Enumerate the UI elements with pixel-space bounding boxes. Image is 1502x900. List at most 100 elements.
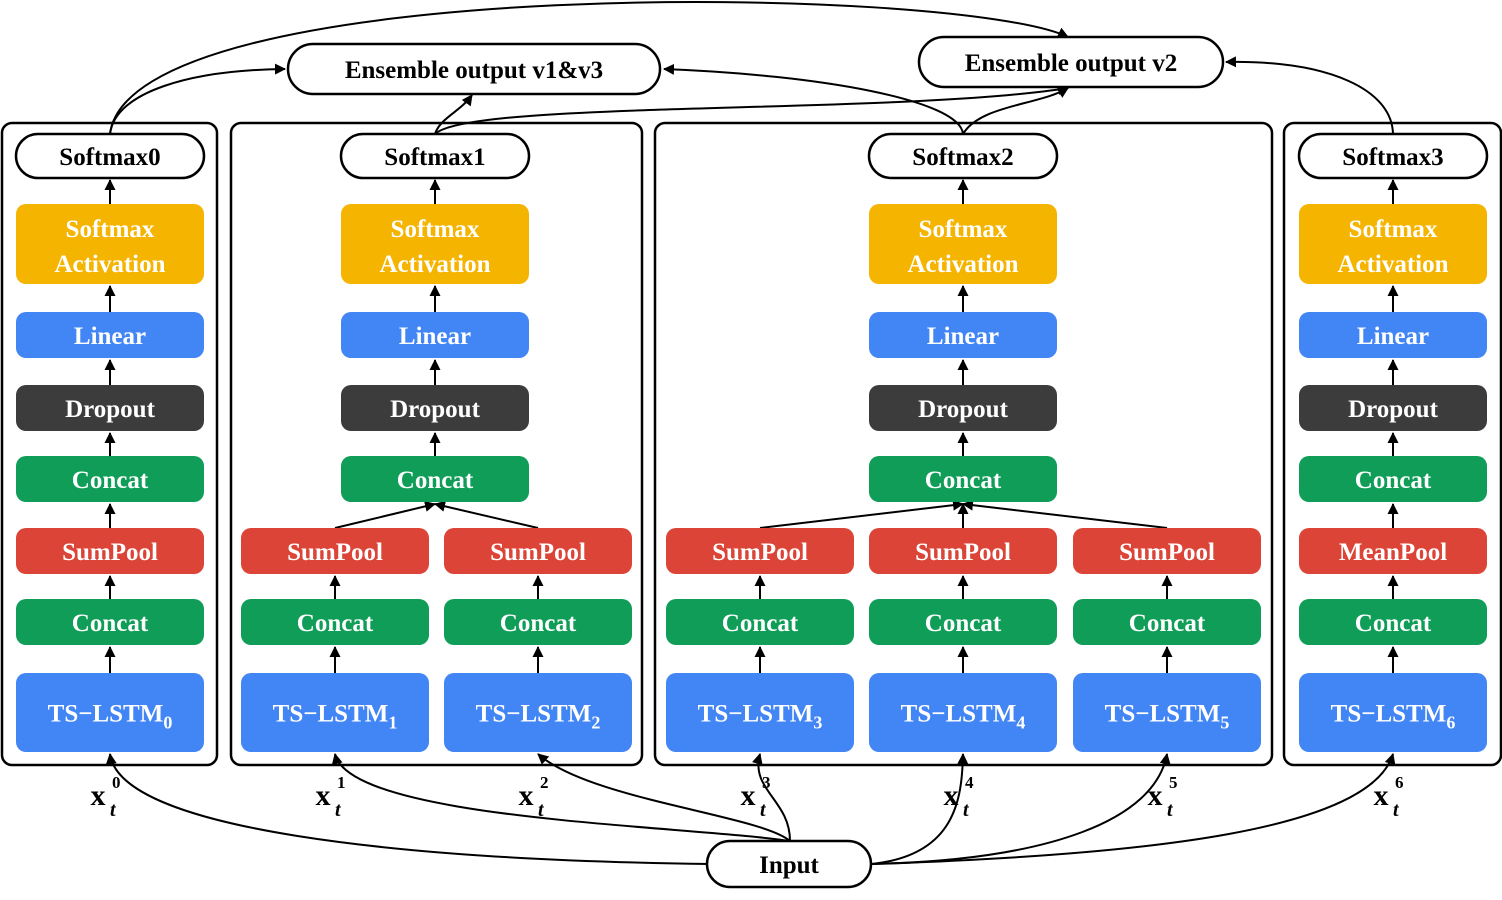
activation-block-0-label-1: Activation [54,251,165,278]
branch-concat-block-2-0: Concat [666,599,854,645]
branch-concat-block-1-0-label: Concat [297,610,374,637]
pool-block-1-1-label: SumPool [490,539,586,566]
dropout-block-3: Dropout [1299,385,1487,431]
softmax-node-1-label: Softmax1 [384,144,485,171]
pool-block-3-0: MeanPool [1299,528,1487,574]
softmax-node-0: Softmax0 [14,132,206,180]
activation-block-2-label-0: Softmax [919,216,1008,243]
activation-block-2-label-1: Activation [907,251,1018,278]
branch-concat-block-3-0: Concat [1299,599,1487,645]
pool-block-1-0: SumPool [241,528,429,574]
arrow-pool-to-concat-1-1 [434,500,539,529]
input-x-sup-2-2: 5 [1169,773,1178,792]
softmax2-to-ensemble-v13 [663,63,964,135]
ts-lstm-block-1-1: TS−LSTM2 [444,673,632,752]
softmax-node-3-label: Softmax3 [1342,144,1443,171]
ts-lstm-block-3-0: TS−LSTM6 [1299,673,1487,752]
softmax1-to-ensemble-v13 [434,94,473,135]
input-to-lstm-6 [871,753,1396,865]
ts-lstm-block-2-0-label: TS−LSTM3 [698,701,823,733]
branch-concat-block-3-0-label: Concat [1355,610,1432,637]
ts-lstm-block-2-2: TS−LSTM5 [1073,673,1261,752]
input-x-label-0-0: x [91,779,106,812]
pool-block-0-0: SumPool [16,528,204,574]
branch-concat-block-2-1-label: Concat [925,610,1002,637]
dropout-block-1: Dropout [341,385,529,431]
ensemble-output-v2: Ensemble output v2 [917,35,1225,89]
ts-lstm-block-2-1-label: TS−LSTM4 [901,701,1026,733]
input-x-sup-3-0: 6 [1395,773,1404,792]
pool-block-2-1: SumPool [869,528,1057,574]
branch-concat-block-1-1-label: Concat [500,610,577,637]
softmax3-to-ensemble-v2 [1225,56,1394,135]
branch-concat-block-0-0-label: Concat [72,610,149,637]
ts-lstm-block-1-0: TS−LSTM1 [241,673,429,752]
dropout-block-2: Dropout [869,385,1057,431]
input-x-sup-2-1: 4 [965,773,974,792]
input-x-sub-3-0: t [1393,799,1400,821]
input-x-sup-2-0: 3 [762,773,771,792]
input-x-sup-1-1: 2 [540,773,549,792]
softmax2-to-ensemble-v2 [962,87,1069,135]
input-x-sup-1-0: 1 [337,773,346,792]
softmax-node-0-label: Softmax0 [59,144,160,171]
linear-block-2-label: Linear [927,323,999,350]
activation-block-3-label-1: Activation [1337,251,1448,278]
ensemble-output-v13: Ensemble output v1&v3 [286,42,662,96]
pool-block-2-1-label: SumPool [915,539,1011,566]
branch-concat-block-2-0-label: Concat [722,610,799,637]
pool-block-3-0-label: MeanPool [1339,539,1447,566]
group-frame-1 [229,121,644,767]
branch-concat-block-2-2-label: Concat [1129,610,1206,637]
input-x-sub-2-0: t [760,799,767,821]
softmax0-to-ensemble-v2 [109,1,1069,135]
linear-block-0-label: Linear [74,323,146,350]
arrow-pool-to-concat-1-0 [334,500,436,529]
concat-block-3: Concat [1299,456,1487,502]
input-x-label-3-0: x [1374,779,1389,812]
input-x-sub-1-1: t [538,799,545,821]
linear-block-2: Linear [869,312,1057,358]
arrow-pool-to-concat-2-0 [759,499,964,529]
dropout-block-0: Dropout [16,385,204,431]
ts-lstm-block-1-0-label: TS−LSTM1 [273,701,398,733]
pool-block-2-0: SumPool [666,528,854,574]
concat-block-2-label: Concat [925,467,1002,494]
group-frame-2 [653,121,1274,767]
dropout-block-3-label: Dropout [1348,396,1439,423]
input-x-label-1-1: x [519,779,534,812]
branch-concat-block-0-0: Concat [16,599,204,645]
dropout-block-0-label: Dropout [65,396,156,423]
connectors [104,1,1399,865]
linear-block-3-label: Linear [1357,323,1429,350]
ts-lstm-block-2-1: TS−LSTM4 [869,673,1057,752]
group-frame-3 [1282,121,1502,767]
input-node-label: Input [759,852,819,879]
branch-concat-block-2-2: Concat [1073,599,1261,645]
pool-block-1-1: SumPool [444,528,632,574]
input-node: Input [705,839,873,889]
blocks: Softmax0SoftmaxActivationLinearDropoutCo… [14,35,1489,889]
ts-lstm-block-2-2-label: TS−LSTM5 [1105,701,1230,733]
dropout-block-2-label: Dropout [918,396,1009,423]
input-x-sub-2-1: t [963,799,970,821]
concat-block-2: Concat [869,456,1057,502]
input-x-sub-2-2: t [1167,799,1174,821]
ensemble-output-v2-label: Ensemble output v2 [965,50,1178,77]
linear-block-1: Linear [341,312,529,358]
branch-concat-block-1-0: Concat [241,599,429,645]
input-x-label-2-1: x [944,779,959,812]
activation-block-1-label-1: Activation [379,251,490,278]
input-to-lstm-2 [537,753,791,842]
pool-block-2-2: SumPool [1073,528,1261,574]
softmax-node-1: Softmax1 [339,132,531,180]
linear-block-1-label: Linear [399,323,471,350]
ts-lstm-block-2-0: TS−LSTM3 [666,673,854,752]
activation-block-1-label-0: Softmax [391,216,480,243]
branch-concat-block-1-1: Concat [444,599,632,645]
arrow-pool-to-concat-2-2 [962,499,1168,529]
